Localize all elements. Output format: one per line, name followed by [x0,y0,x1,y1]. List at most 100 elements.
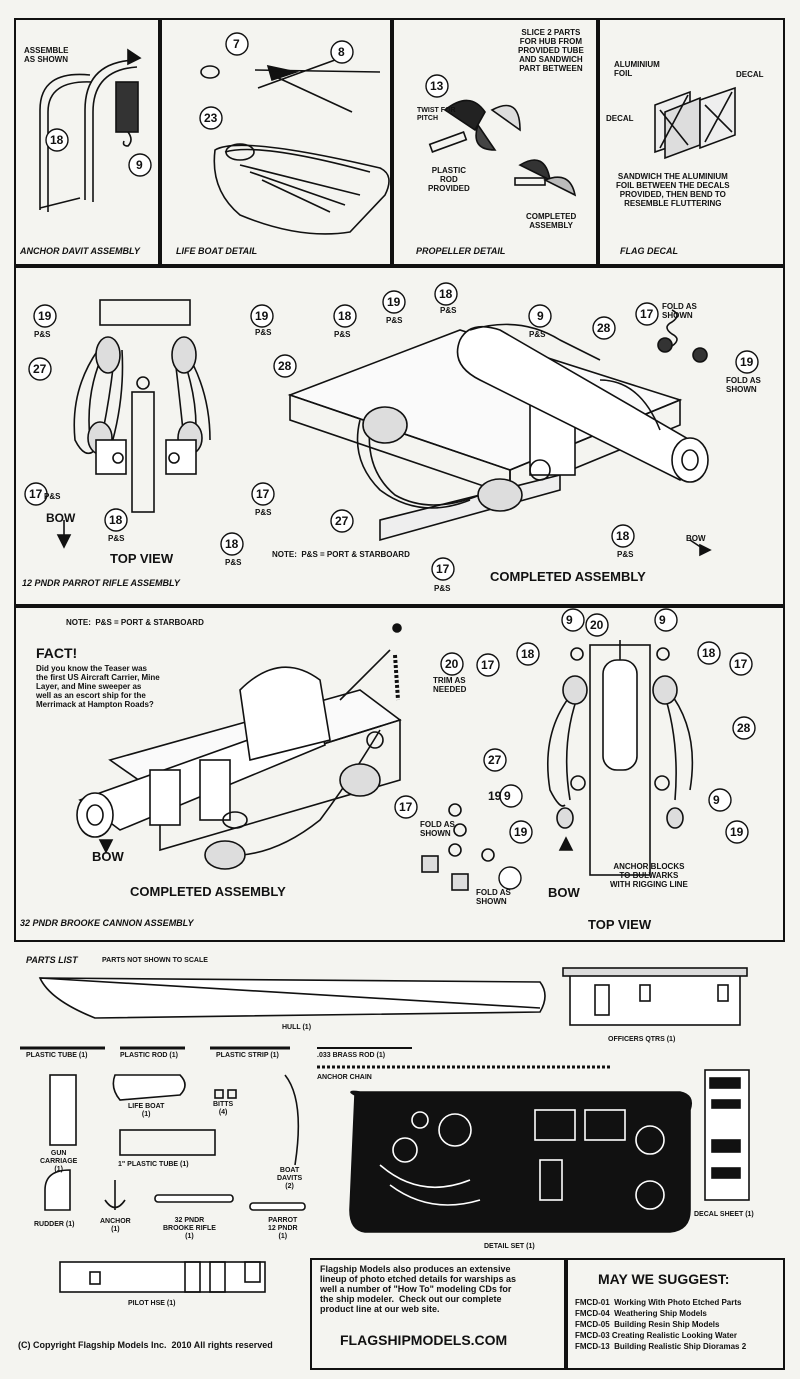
callout: 19 [255,309,269,323]
suggest-item[interactable]: FMCD-04 Weathering Ship Models [575,1309,707,1318]
parts-list-title: PARTS LIST [26,955,78,965]
fact-heading: FACT! [36,645,78,661]
callout-circles [24,32,759,890]
ps-label: P&S [440,306,457,315]
part-brass-rod: .033 BRASS ROD (1) [317,1052,386,1059]
fold-note: FOLD AS SHOWN [420,820,455,838]
propeller-slice-note: SLICE 2 PARTS FOR HUB FROM PROVIDED TUBE… [518,28,584,73]
parrot-title: 12 PNDR PARROT RIFLE ASSEMBLY [22,578,180,588]
ps-label: P&S [108,534,125,543]
callout: 18 [109,513,123,527]
bow-label: BOW [92,849,124,864]
part-life-boat: LIFE BOAT (1) [128,1103,165,1118]
parrot-rifle-panel [14,266,785,606]
suggest-item[interactable]: FMCD-13 Building Realistic Ship Dioramas… [575,1342,747,1351]
callout: 19 [730,825,744,839]
part-1in-tube: 1" PLASTIC TUBE (1) [118,1161,189,1168]
copyright: (C) Copyright Flagship Models Inc. 2010 … [18,1340,273,1350]
not-to-scale-note: PARTS NOT SHOWN TO SCALE [102,957,208,964]
website[interactable]: FLAGSHIPMODELS.COM [340,1332,508,1348]
davit-assemble-note: ASSEMBLE AS SHOWN [24,46,69,64]
callout: 20 [590,618,604,632]
life-boat-hull-drawing [213,144,390,235]
callout: 18 [521,647,535,661]
fold-note: FOLD AS SHOWN [726,376,761,394]
callout: 17 [436,562,450,576]
callout: 19 [488,789,502,803]
suggest-item[interactable]: FMCD-05 Building Resin Ship Models [575,1320,720,1329]
ps-label: P&S [255,328,272,337]
bow-label: BOW [548,885,580,900]
propeller-panel [392,18,598,266]
ps-label: P&S [617,550,634,559]
callout: 17 [256,487,270,501]
part-rudder: RUDDER (1) [34,1221,75,1228]
ps-note: NOTE: P&S = PORT & STARBOARD [66,618,204,627]
life-boat-title: LIFE BOAT DETAIL [176,246,258,256]
callout: 17 [481,658,495,672]
callout: 9 [713,793,720,807]
ps-label: P&S [334,330,351,339]
part-parrot: PARROT 12 PNDR (1) [268,1217,298,1240]
ps-label: P&S [225,558,242,567]
callout: 18 [338,309,352,323]
suggest-box [566,1258,785,1370]
callout: 19 [514,825,528,839]
part-plastic-rod: PLASTIC ROD (1) [120,1052,178,1059]
callout: 19 [387,295,401,309]
callout: 18 [616,529,630,543]
callout: 20 [445,657,459,671]
propeller-twist-note: TWIST FOR PITCH [417,107,456,122]
ps-label: P&S [34,330,51,339]
callout: 17 [734,657,748,671]
promo-box [310,1258,566,1370]
callout: 28 [597,321,611,335]
davit-arm-left [39,73,91,210]
anchor-davit-title: ANCHOR DAVIT ASSEMBLY [20,246,140,256]
ps-label: P&S [386,316,403,325]
flag-decal-title: FLAG DECAL [620,246,678,256]
part-gun-carriage: GUN CARRIAGE (1) [40,1150,78,1173]
suggest-title: MAY WE SUGGEST: [598,1271,730,1287]
fold-note: FOLD AS SHOWN [662,302,697,320]
fold-note: FOLD AS SHOWN [476,888,511,906]
callout: 28 [737,721,751,735]
part-plastic-tube: PLASTIC TUBE (1) [26,1052,88,1059]
ps-label: P&S [255,508,272,517]
callout: 17 [29,487,43,501]
ps-note: NOTE: P&S = PORT & STARBOARD [272,550,410,559]
part-anchor-chain: ANCHOR CHAIN [317,1074,372,1081]
callout: 13 [430,79,444,93]
callout: 19 [740,355,754,369]
callout: 27 [488,753,502,767]
suggest-item[interactable]: FMCD-03 Creating Realistic Looking Water [575,1331,737,1340]
part-officers-qtrs: OFFICERS QTRS (1) [608,1036,676,1043]
flag-decal-note: SANDWICH THE ALUMINIUM FOIL BETWEEN THE … [616,172,730,208]
anchor-blocks-note: ANCHOR BLOCKS TO BULWARKS WITH RIGGING L… [610,862,688,889]
part-decal-sheet: DECAL SHEET (1) [694,1211,754,1218]
promo-text: Flagship Models also produces an extensi… [320,1264,517,1314]
callout: 9 [136,158,143,172]
ps-label: P&S [44,492,61,501]
callout: 27 [33,362,47,376]
part-detail-set: DETAIL SET (1) [484,1243,535,1250]
life-boat-panel [160,18,392,266]
callout: 8 [338,45,345,59]
flag-foil-label: ALUMINIUM FOIL [614,60,660,78]
part-bitts: BITTS (4) [213,1101,234,1116]
callout: 9 [504,789,511,803]
propeller-completed-note: COMPLETED ASSEMBLY [526,212,577,230]
brooke-cannon-panel [14,606,785,942]
bow-label: BOW [46,511,76,525]
suggest-item[interactable]: FMCD-01 Working With Photo Etched Parts [575,1298,742,1307]
callout: 9 [566,613,573,627]
fact-body: Did you know the Teaser was the first US… [36,664,160,709]
part-brooke-rifle: 32 PNDR BROOKE RIFLE (1) [163,1217,216,1240]
callout: 18 [225,537,239,551]
part-anchor: ANCHOR (1) [100,1218,131,1233]
part-boat-davits: BOAT DAVITS (2) [277,1167,303,1190]
callout: 27 [335,514,349,528]
part-hull: HULL (1) [282,1024,312,1031]
callout: 17 [640,307,654,321]
callout: 7 [233,37,240,51]
